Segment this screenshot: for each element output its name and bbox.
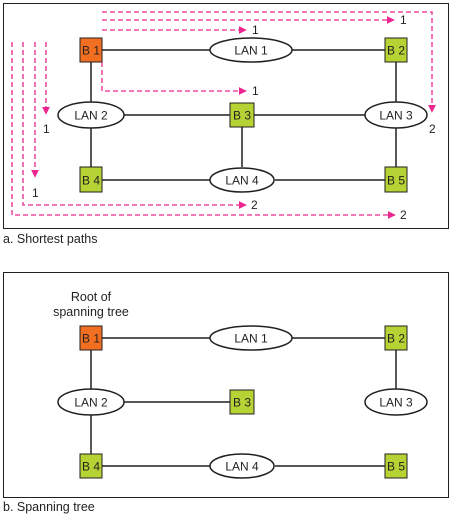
panel-a-path-arrows (11, 11, 436, 219)
cost-label: 1 (400, 13, 407, 27)
panel-b-frame (3, 272, 449, 498)
root-label: spanning tree (53, 305, 129, 319)
bridge-label: B 2 (387, 44, 405, 58)
bridge-label: B 1 (82, 44, 100, 58)
bridge-label: B 1 (82, 332, 100, 346)
path-arrow-right-lan3 (102, 11, 436, 113)
lan-3: LAN 3 (364, 101, 428, 129)
bridge-label: B 4 (82, 460, 100, 474)
lan-2: LAN 2 (57, 388, 125, 416)
cost-label: 1 (43, 122, 50, 136)
panel-a-cost-labels: 1 1 1 2 1 1 2 2 (32, 13, 436, 222)
caption-spanning-tree: b. Spanning tree (3, 500, 95, 514)
cost-label: 2 (429, 122, 436, 136)
lan-3: LAN 3 (364, 388, 428, 416)
root-label: Root of (71, 290, 112, 304)
caption-shortest-paths: a. Shortest paths (3, 232, 98, 246)
cost-label: 1 (252, 23, 259, 37)
cost-label: 1 (252, 84, 259, 98)
lan-4: LAN 4 (209, 453, 275, 479)
cost-label: 1 (32, 186, 39, 200)
bridge-b4: B 4 (79, 166, 103, 193)
path-arrow-bottom-lan4 (22, 42, 247, 209)
panel-spanning-tree: Root of spanning tree LAN 1 LAN 2 LAN 3 … (3, 272, 449, 498)
lan-label: LAN 1 (234, 332, 268, 346)
lan-label: LAN 3 (379, 396, 413, 410)
bridge-b5: B 5 (384, 453, 408, 479)
panel-a-links (90, 49, 397, 181)
bridge-label: B 3 (233, 396, 251, 410)
cost-label: 2 (251, 198, 258, 212)
bridge-b5: B 5 (384, 166, 408, 193)
lan-label: LAN 2 (74, 396, 108, 410)
lan-label: LAN 4 (225, 174, 259, 188)
lan-1: LAN 1 (209, 37, 293, 63)
bridge-label: B 2 (387, 332, 405, 346)
bridge-b3: B 3 (229, 102, 255, 128)
panel-b-links (90, 337, 397, 467)
bridge-label: B 3 (233, 109, 251, 123)
lan-2: LAN 2 (57, 101, 125, 129)
bridge-b1-root: B 1 (79, 325, 103, 351)
bridge-b2: B 2 (384, 37, 408, 63)
bridge-b3: B 3 (229, 389, 255, 415)
bridge-b4: B 4 (79, 453, 103, 479)
lan-1: LAN 1 (209, 325, 293, 351)
panel-a-frame (3, 3, 449, 229)
panel-shortest-paths: 1 1 1 2 1 1 2 2 LAN 1 LAN 2 LAN 3 LAN 4 (3, 3, 449, 229)
bridge-label: B 5 (387, 174, 405, 188)
bridge-label: B 4 (82, 174, 100, 188)
cost-label: 2 (400, 208, 407, 222)
lan-label: LAN 4 (225, 460, 259, 474)
bridge-label: B 5 (387, 460, 405, 474)
bridge-b1-root: B 1 (79, 37, 103, 63)
lan-label: LAN 2 (74, 109, 108, 123)
path-arrow-bottom-lan3 (11, 42, 396, 219)
lan-4: LAN 4 (209, 167, 275, 193)
bridge-b2: B 2 (384, 325, 408, 351)
lan-label: LAN 3 (379, 109, 413, 123)
lan-label: LAN 1 (234, 44, 268, 58)
path-arrow-mid-lan3 (101, 62, 247, 95)
